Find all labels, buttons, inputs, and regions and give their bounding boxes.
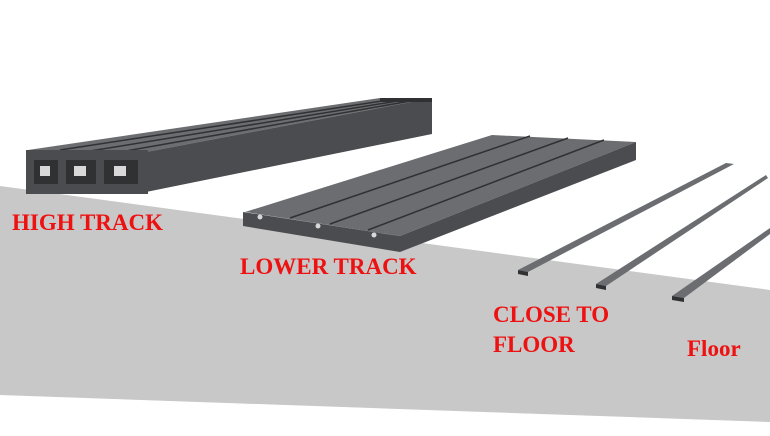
floor-plane [0, 186, 770, 422]
lower-track-label: LOWER TRACK [240, 254, 417, 279]
close-to-floor-tracks [518, 163, 770, 302]
lower-track-profile [243, 135, 636, 252]
high-track-label: HIGH TRACK [12, 210, 164, 235]
close-to-floor-label-line2: FLOOR [493, 332, 575, 357]
close-to-floor-label-line1: CLOSE TO [493, 302, 610, 327]
floor-label: Floor [687, 336, 741, 361]
close-to-floor-label: CLOSE TO FLOOR [493, 300, 609, 360]
high-track-profile [26, 98, 432, 194]
